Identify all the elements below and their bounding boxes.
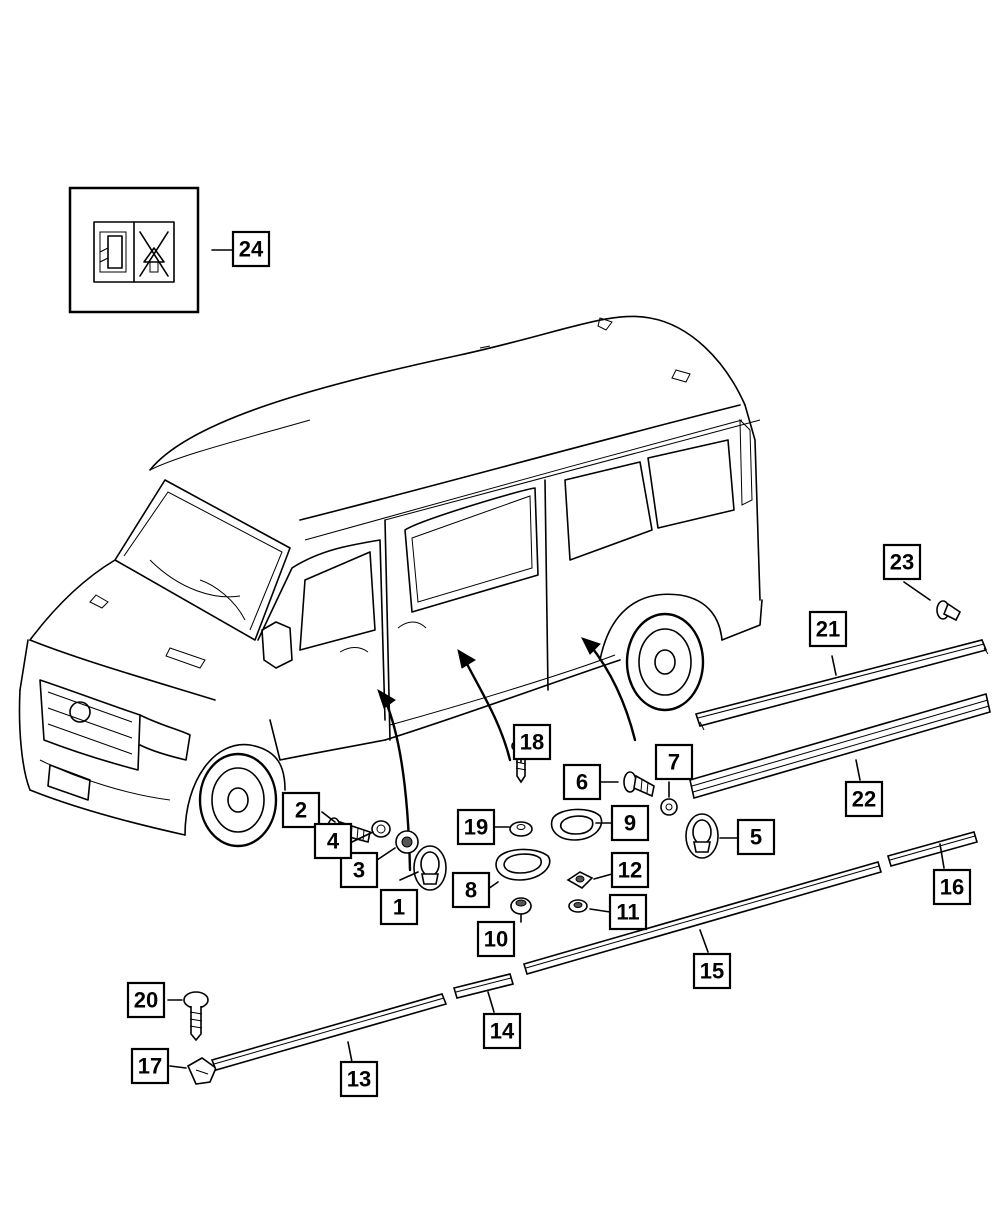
callout-10: 10 (476, 920, 516, 958)
svg-text:17: 17 (138, 1054, 162, 1079)
tie-down-ring-part (685, 813, 719, 859)
callout-22: 22 (844, 780, 884, 818)
svg-text:14: 14 (490, 1019, 515, 1044)
callout-19: 19 (456, 808, 496, 846)
svg-text:13: 13 (347, 1067, 371, 1092)
svg-text:20: 20 (134, 988, 158, 1013)
bolt-part (936, 600, 962, 622)
svg-text:15: 15 (700, 959, 724, 984)
tie-down-ring-part (413, 845, 447, 891)
callout-12: 12 (610, 851, 650, 889)
svg-text:6: 6 (576, 770, 588, 795)
svg-text:8: 8 (465, 878, 477, 903)
callout-20: 20 (126, 981, 166, 1019)
svg-text:10: 10 (484, 927, 508, 952)
svg-text:23: 23 (890, 550, 914, 575)
svg-text:21: 21 (816, 617, 840, 642)
svg-text:5: 5 (750, 825, 762, 850)
svg-text:3: 3 (353, 858, 365, 883)
bolt-part (623, 771, 655, 798)
svg-text:18: 18 (520, 730, 544, 755)
callout-9: 9 (610, 804, 650, 842)
callout-17: 17 (130, 1047, 170, 1085)
callout-1: 1 (379, 888, 419, 926)
callout-23: 23 (882, 543, 922, 581)
label-inset (68, 186, 233, 314)
svg-text:2: 2 (295, 798, 307, 823)
callout-8: 8 (451, 871, 491, 909)
svg-text:19: 19 (464, 815, 488, 840)
rails (210, 639, 991, 1071)
svg-text:9: 9 (624, 811, 636, 836)
callout-14: 14 (482, 1012, 522, 1050)
svg-text:24: 24 (239, 237, 264, 262)
svg-text:1: 1 (393, 895, 405, 920)
callout-11: 11 (608, 893, 648, 931)
hardware-parts (183, 600, 962, 1085)
callout-15: 15 (692, 952, 732, 990)
callout-13: 13 (339, 1060, 379, 1098)
svg-text:7: 7 (668, 750, 680, 775)
callout-6: 6 (562, 763, 602, 801)
callout-16: 16 (932, 868, 972, 906)
callout-5: 5 (736, 818, 776, 856)
svg-text:11: 11 (616, 900, 639, 925)
callout-18: 18 (512, 723, 552, 761)
callout-4: 4 (313, 822, 353, 860)
svg-text:4: 4 (327, 829, 340, 854)
callout-2: 2 (281, 791, 321, 829)
callout-21: 21 (808, 610, 848, 648)
svg-text:12: 12 (618, 858, 642, 883)
svg-text:22: 22 (852, 787, 876, 812)
leader-lines (167, 581, 945, 1069)
screw-part (183, 991, 209, 1042)
svg-text:16: 16 (940, 875, 964, 900)
callout-7: 7 (654, 743, 694, 781)
callout-24: 24 (231, 230, 271, 268)
van-illustration (18, 315, 763, 848)
